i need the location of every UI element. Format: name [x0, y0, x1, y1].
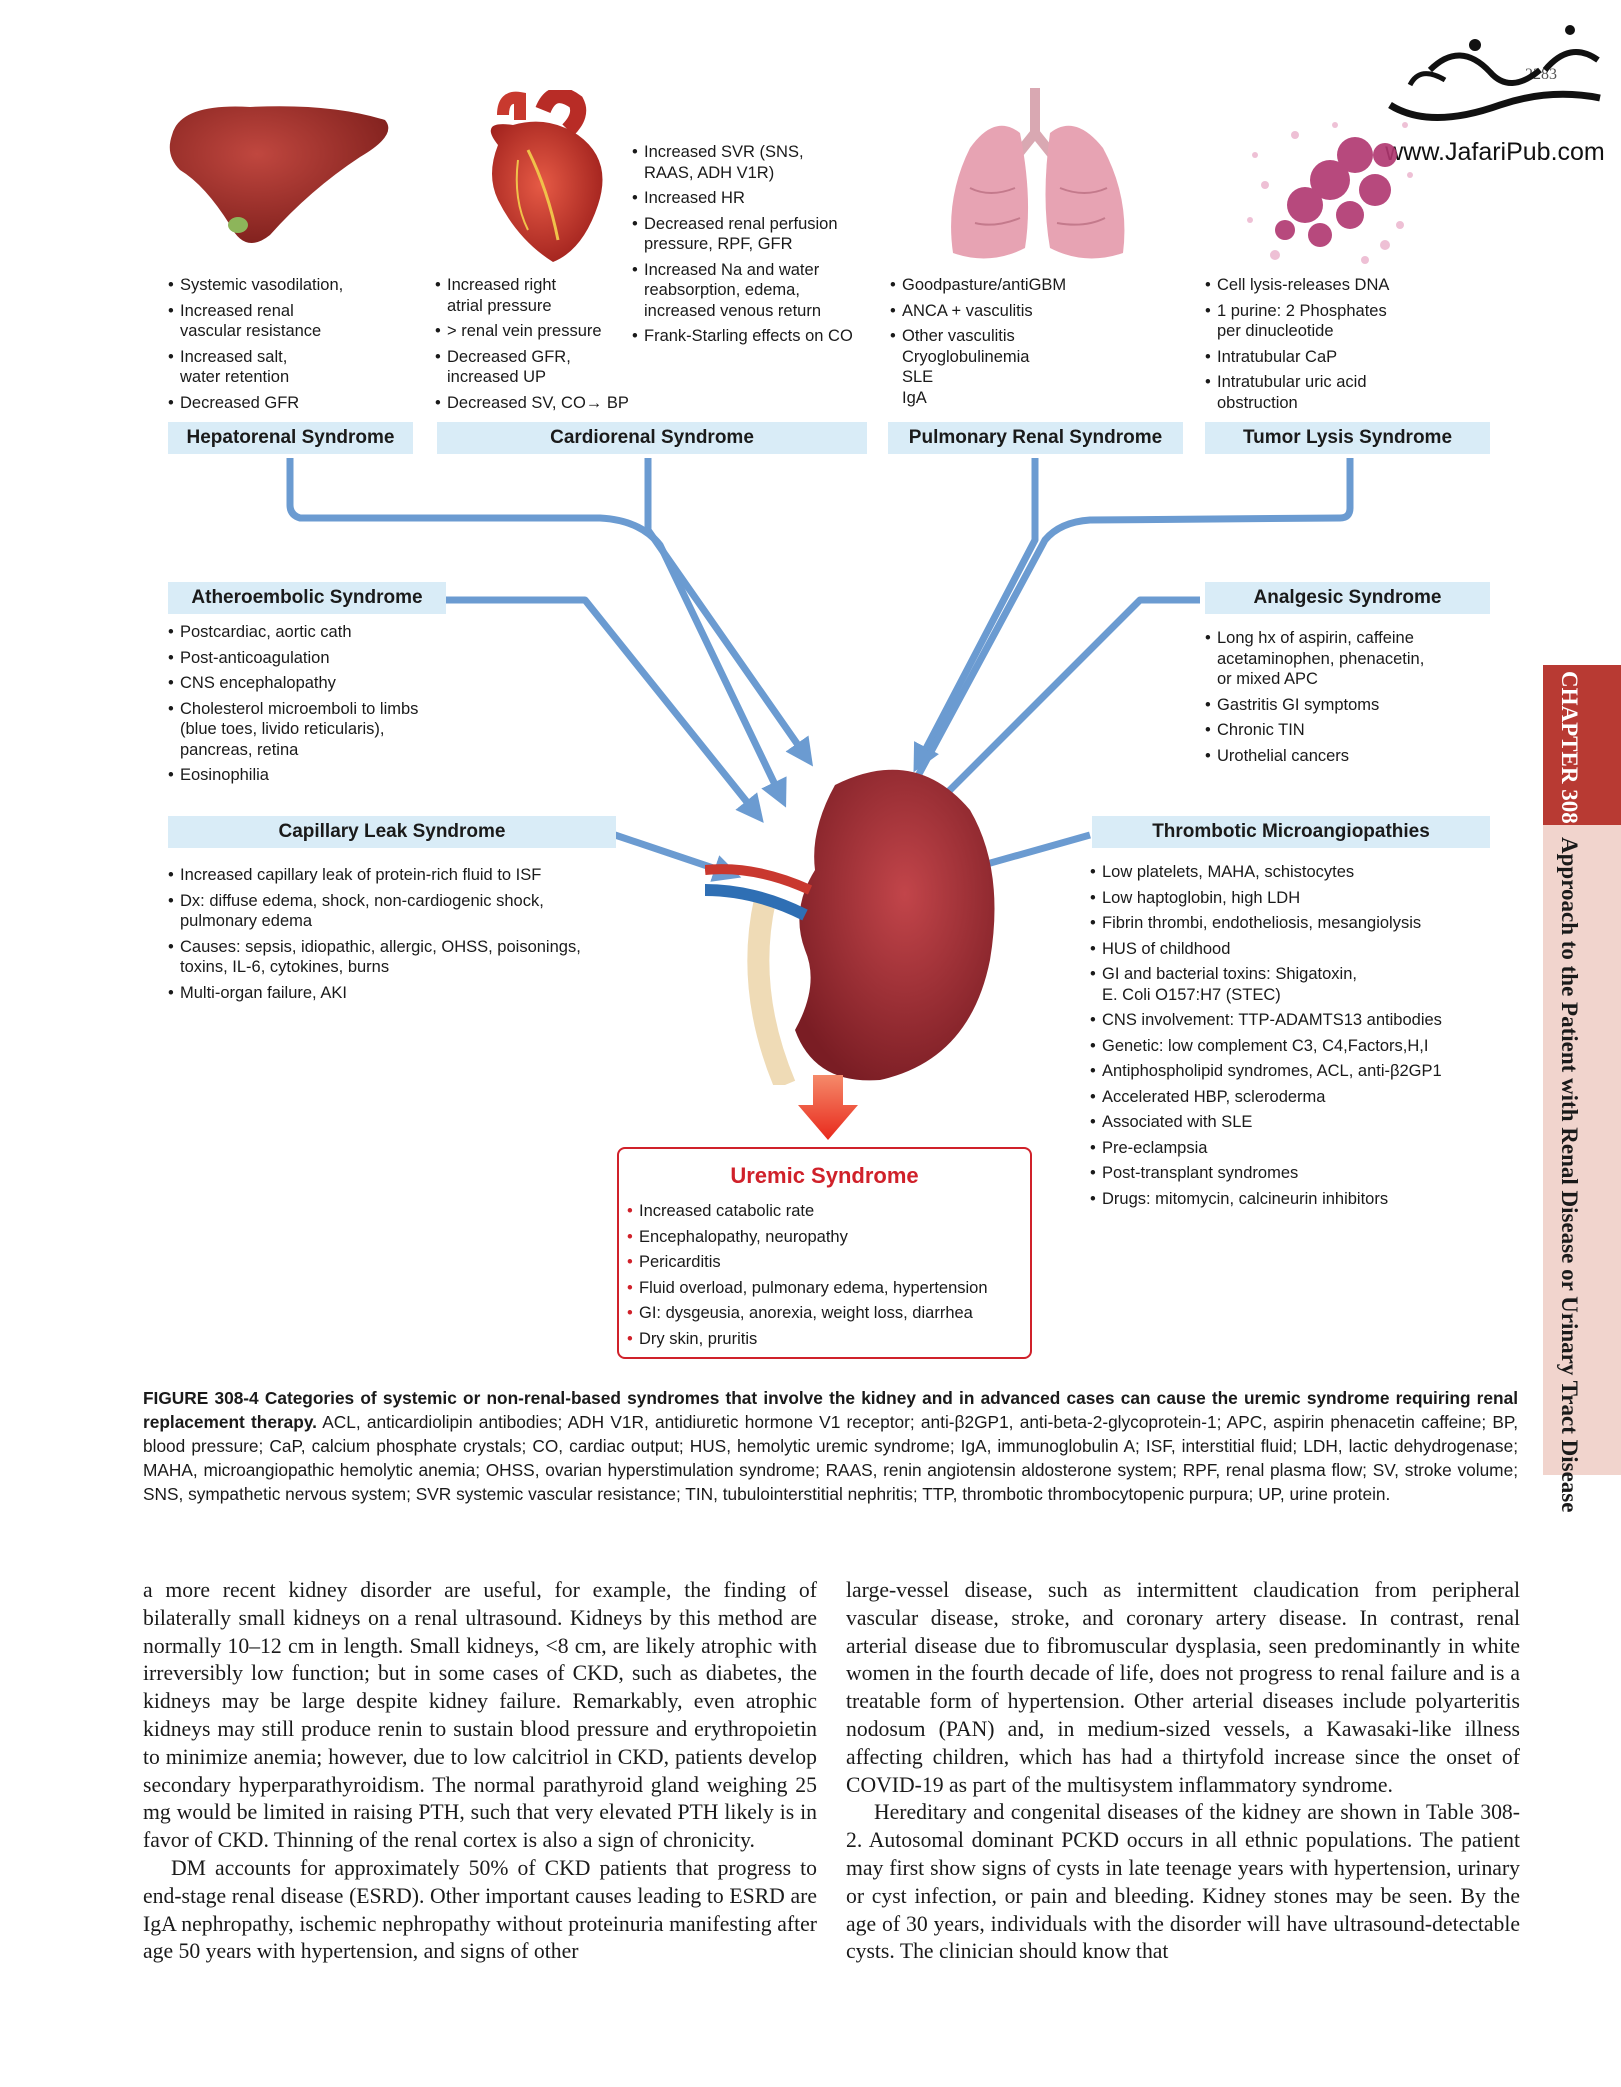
list-item: Genetic: low complement C3, C4,Factors,H…: [1090, 1036, 1510, 1057]
list-item: ANCA + vasculitis: [890, 301, 1110, 322]
list-item: > renal vein pressure: [435, 321, 630, 342]
body-right-column: large-vessel disease, such as intermitte…: [846, 1577, 1520, 1966]
list-item: Decreased SV, CO→ BP: [435, 393, 630, 414]
tumor-lysis-list: Cell lysis-releases DNA 1 purine: 2 Phos…: [1205, 275, 1435, 418]
list-item: CNS involvement: TTP-ADAMTS13 antibodies: [1090, 1010, 1510, 1031]
atheroembolic-list: Postcardiac, aortic cath Post-anticoagul…: [168, 622, 468, 791]
list-item: Goodpasture/antiGBM: [890, 275, 1110, 296]
uremic-title: Uremic Syndrome: [730, 1163, 919, 1188]
list-item: Antiphospholipid syndromes, ACL, anti-β2…: [1090, 1061, 1510, 1082]
caption-text: ACL, anticardiolipin antibodies; ADH V1R…: [143, 1412, 1518, 1504]
tumor-cells-icon: [1247, 122, 1413, 264]
list-item: Dry skin, pruritis: [627, 1329, 1027, 1350]
kidney-icon: [705, 769, 995, 1085]
publisher-logo: www.JafariPub.com: [1370, 10, 1620, 166]
list-item: Long hx of aspirin, caffeine acetaminoph…: [1205, 628, 1475, 690]
list-item: Intratubular uric acid obstruction: [1205, 372, 1435, 413]
list-item: Fluid overload, pulmonary edema, hyperte…: [627, 1278, 1027, 1299]
list-item: Systemic vasodilation,: [168, 275, 408, 296]
list-item: Decreased GFR, increased UP: [435, 347, 630, 388]
thrombotic-list: Low platelets, MAHA, schistocytes Low ha…: [1090, 862, 1510, 1214]
paragraph: DM accounts for approximately 50% of CKD…: [143, 1855, 817, 1964]
list-item: HUS of childhood: [1090, 939, 1510, 960]
list-item: Increased right atrial pressure: [435, 275, 630, 316]
list-item: Pericarditis: [627, 1252, 1027, 1273]
paragraph: large-vessel disease, such as intermitte…: [846, 1578, 1520, 1797]
cardiorenal-list-left: Increased right atrial pressure > renal …: [435, 275, 630, 418]
calligraphy-logo-icon: [1388, 25, 1601, 121]
cardiorenal-title: Cardiorenal Syndrome: [437, 422, 867, 454]
list-item: Increased renal vascular resistance: [168, 301, 408, 342]
hepatorenal-title: Hepatorenal Syndrome: [168, 422, 413, 454]
list-item: GI and bacterial toxins: Shigatoxin, E. …: [1090, 964, 1510, 1005]
list-item: Cholesterol microemboli to limbs (blue t…: [168, 699, 468, 761]
list-item: Intratubular CaP: [1205, 347, 1435, 368]
list-item: Increased Na and water reabsorption, ede…: [632, 260, 882, 322]
atheroembolic-title: Atheroembolic Syndrome: [168, 582, 446, 614]
list-item: GI: dysgeusia, anorexia, weight loss, di…: [627, 1303, 1027, 1324]
analgesic-title: Analgesic Syndrome: [1205, 582, 1490, 614]
list-item: Encephalopathy, neuropathy: [627, 1227, 1027, 1248]
list-item: Decreased GFR: [168, 393, 408, 414]
pulmonary-renal-title: Pulmonary Renal Syndrome: [888, 422, 1183, 454]
list-item: Cell lysis-releases DNA: [1205, 275, 1435, 296]
list-item: Dx: diffuse edema, shock, non-cardiogeni…: [168, 891, 628, 932]
figure-caption: FIGURE 308-4 Categories of systemic or n…: [143, 1386, 1518, 1506]
caption-label: FIGURE 308-4 Categories of systemic or n…: [143, 1388, 1518, 1432]
list-item: Frank-Starling effects on CO: [632, 326, 882, 347]
list-item: Accelerated HBP, scleroderma: [1090, 1087, 1510, 1108]
pulmonary-renal-list: Goodpasture/antiGBM ANCA + vasculitis Ot…: [890, 275, 1110, 413]
tumor-lysis-title: Tumor Lysis Syndrome: [1205, 422, 1490, 454]
list-item: Fibrin thrombi, endotheliosis, mesangiol…: [1090, 913, 1510, 934]
list-item: Postcardiac, aortic cath: [168, 622, 468, 643]
liver-icon: [169, 106, 389, 243]
list-item: Post-transplant syndromes: [1090, 1163, 1510, 1184]
list-item: Low platelets, MAHA, schistocytes: [1090, 862, 1510, 883]
publisher-url: www.JafariPub.com: [1385, 138, 1605, 166]
list-item: CNS encephalopathy: [168, 673, 468, 694]
heart-icon: [490, 90, 603, 263]
analgesic-list: Long hx of aspirin, caffeine acetaminoph…: [1205, 628, 1475, 771]
list-item: Chronic TIN: [1205, 720, 1475, 741]
list-item: Gastritis GI symptoms: [1205, 695, 1475, 716]
lungs-icon: [951, 88, 1125, 259]
capillary-leak-title: Capillary Leak Syndrome: [168, 816, 616, 848]
body-left-column: a more recent kidney disorder are useful…: [143, 1577, 817, 1966]
list-item: Other vasculitis Cryoglobulinemia SLE Ig…: [890, 326, 1110, 408]
list-item: Increased SVR (SNS, RAAS, ADH V1R): [632, 142, 882, 183]
list-item: Increased catabolic rate: [627, 1201, 1027, 1222]
list-item: Pre-eclampsia: [1090, 1138, 1510, 1159]
list-item: Post-anticoagulation: [168, 648, 468, 669]
list-item: Drugs: mitomycin, calcineurin inhibitors: [1090, 1189, 1510, 1210]
paragraph: a more recent kidney disorder are useful…: [143, 1578, 817, 1853]
paragraph: Hereditary and congenital diseases of th…: [846, 1800, 1520, 1964]
list-item: Urothelial cancers: [1205, 746, 1475, 767]
list-item: Increased capillary leak of protein-rich…: [168, 865, 628, 886]
list-item: Eosinophilia: [168, 765, 468, 786]
capillary-leak-list: Increased capillary leak of protein-rich…: [168, 865, 628, 1008]
list-item: Low haptoglobin, high LDH: [1090, 888, 1510, 909]
list-item: Increased HR: [632, 188, 882, 209]
chapter-side-tab: CHAPTER 308 Approach to the Patient with…: [1543, 665, 1621, 1512]
list-item: 1 purine: 2 Phosphates per dinucleotide: [1205, 301, 1435, 342]
list-item: Causes: sepsis, idiopathic, allergic, OH…: [168, 937, 628, 978]
cardiorenal-list-right: Increased SVR (SNS, RAAS, ADH V1R) Incre…: [632, 142, 882, 352]
list-item: Decreased renal perfusion pressure, RPF,…: [632, 214, 882, 255]
hepatorenal-list: Systemic vasodilation, Increased renal v…: [168, 275, 408, 418]
thrombotic-title: Thrombotic Microangiopathies: [1092, 816, 1490, 848]
list-item: Multi-organ failure, AKI: [168, 983, 628, 1004]
list-item: Increased salt, water retention: [168, 347, 408, 388]
uremic-list: Increased catabolic rate Encephalopathy,…: [627, 1201, 1027, 1354]
connector-arrows: [286, 458, 1354, 883]
list-item: Associated with SLE: [1090, 1112, 1510, 1133]
down-arrow-icon: [798, 1075, 858, 1140]
uremic-syndrome-box: Uremic Syndrome Increased catabolic rate…: [617, 1147, 1032, 1359]
